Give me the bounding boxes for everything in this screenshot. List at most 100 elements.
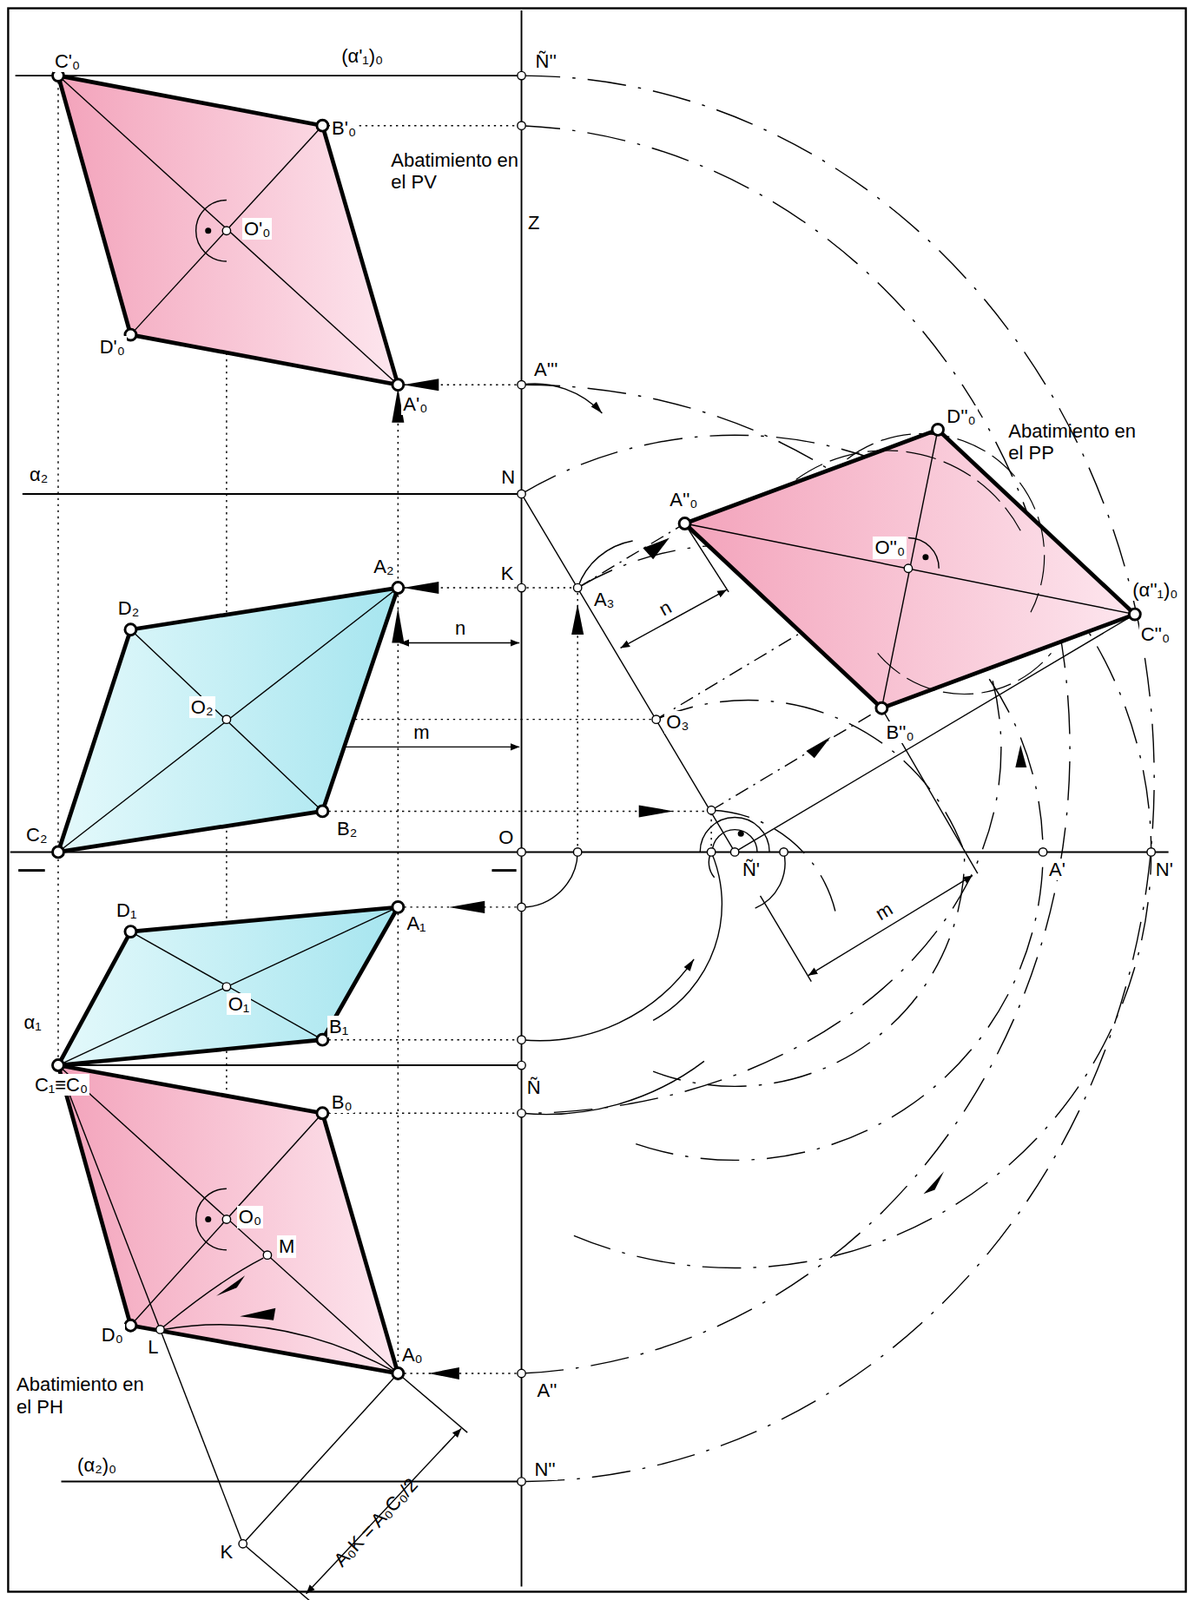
- auxiliary-points: [222, 982, 231, 991]
- vertex-points: [392, 901, 404, 913]
- right-angle-dots: [204, 1216, 212, 1223]
- projection-lines: [57, 75, 59, 1066]
- reference-lines: [10, 10, 1169, 1588]
- point-label: C'₀: [52, 50, 82, 73]
- frame: [7, 8, 1186, 1593]
- reference-lines: [61, 1481, 522, 1484]
- rotation-arrowheads: [805, 737, 831, 759]
- point-label: n: [453, 617, 468, 640]
- direction-arrows: [639, 804, 674, 818]
- point-label: A₀: [400, 1344, 425, 1366]
- vertex-points: [932, 423, 944, 436]
- reference-lines: [22, 493, 522, 495]
- rhombus-ph: [58, 1065, 398, 1374]
- rhombus-front: [58, 587, 398, 852]
- auxiliary-points: [222, 715, 231, 724]
- right-angle-dots: [204, 227, 212, 234]
- auxiliary-points: [706, 848, 715, 857]
- construction-arcs: [653, 699, 964, 1087]
- construction-arrowheads: [239, 1308, 276, 1321]
- point-label: A₀K = A₀C₀/2: [328, 1472, 424, 1573]
- reference-lines: [760, 896, 812, 983]
- vertex-points: [52, 846, 65, 858]
- vertex-points: [316, 805, 329, 818]
- rotation-arcs: [521, 851, 579, 907]
- rhombus-ph: [58, 1065, 398, 1374]
- rotation-arrowheads: [923, 1171, 945, 1194]
- vertex-points: [679, 518, 691, 530]
- auxiliary-points: [517, 1109, 526, 1118]
- auxiliary-points: [517, 121, 526, 130]
- point-label: (α''₁)₀: [1130, 579, 1180, 601]
- rhombus-pp: [877, 653, 1052, 694]
- point-label: A₁: [404, 912, 428, 935]
- point-label: (α'₁)₀: [339, 45, 385, 67]
- point-label: Z: [526, 211, 541, 234]
- rhombus-plan: [58, 907, 398, 1066]
- view-caption: Abatimiento en el PV: [389, 149, 523, 194]
- rhombus-pv: [130, 125, 323, 336]
- point-label: m: [411, 721, 431, 744]
- dimension-lines: [397, 1373, 468, 1433]
- point-label: A₃: [592, 588, 617, 611]
- point-label: B₁: [327, 1015, 350, 1038]
- auxiliary-points: [156, 71, 1156, 1549]
- point-label: A''': [532, 358, 560, 381]
- transfer-lines: [711, 708, 882, 812]
- auxiliary-points: [730, 848, 739, 857]
- auxiliary-points: [156, 1325, 165, 1334]
- vertex-points: [392, 1368, 404, 1380]
- direction-arrows: [391, 608, 404, 644]
- point-label: K: [499, 562, 516, 585]
- point-label: B₂: [335, 817, 359, 840]
- point-label: D₂: [116, 597, 141, 620]
- direction-arrows: [571, 604, 584, 635]
- point-label: (α₂)₀: [75, 1454, 119, 1477]
- view-caption: Abatimiento en el PP: [1006, 420, 1141, 465]
- point-label: A'': [534, 1379, 559, 1402]
- auxiliary-points: [517, 1477, 526, 1486]
- auxiliary-points: [517, 1369, 526, 1378]
- rhombus-ph: [130, 1113, 323, 1326]
- auxiliary-points: [779, 848, 788, 857]
- auxiliary-points: [652, 715, 660, 724]
- auxiliary-points: [517, 71, 526, 80]
- reference-lines: [881, 708, 977, 874]
- reference-lines: [18, 869, 46, 872]
- point-label: D''₀: [944, 405, 977, 428]
- rhombus-front: [58, 587, 398, 852]
- rhombus-pp: [796, 450, 1022, 531]
- reference-lines: [491, 869, 516, 872]
- rotation-arcs: [653, 851, 722, 1021]
- projection-lines: [397, 423, 399, 1374]
- auxiliary-points: [517, 380, 526, 389]
- point-label: K: [218, 1541, 236, 1564]
- point-label: B₀: [329, 1091, 355, 1114]
- point-label: B''₀: [883, 721, 916, 744]
- reference-lines: [10, 850, 1169, 853]
- right-angle-marks: [908, 537, 939, 568]
- rhombus-ph: [58, 1065, 244, 1544]
- projection-lines: [710, 811, 712, 852]
- dimension-lines: [243, 589, 973, 1600]
- rhombus-pv: [58, 75, 398, 385]
- vertex-points: [125, 1319, 137, 1332]
- vertex-points: [392, 379, 404, 391]
- auxiliary-points: [903, 564, 912, 573]
- rhombus-pp: [685, 523, 1135, 615]
- rotation-arcs: [521, 383, 786, 1115]
- auxiliary-points: [222, 1215, 231, 1224]
- auxiliary-points: [222, 226, 231, 235]
- point-label: C''₀: [1139, 623, 1172, 646]
- dimension-lines: [808, 875, 973, 976]
- direction-arrows: [402, 378, 439, 391]
- direction-arrows: [391, 378, 673, 1380]
- rhombus-front: [58, 587, 398, 852]
- construction-arcs: [521, 125, 1071, 1374]
- point-label: O₂: [189, 696, 216, 719]
- rhombus-ph: [58, 1065, 398, 1544]
- rotation-arcs: [521, 959, 695, 1042]
- rhombus-pv: [58, 75, 398, 385]
